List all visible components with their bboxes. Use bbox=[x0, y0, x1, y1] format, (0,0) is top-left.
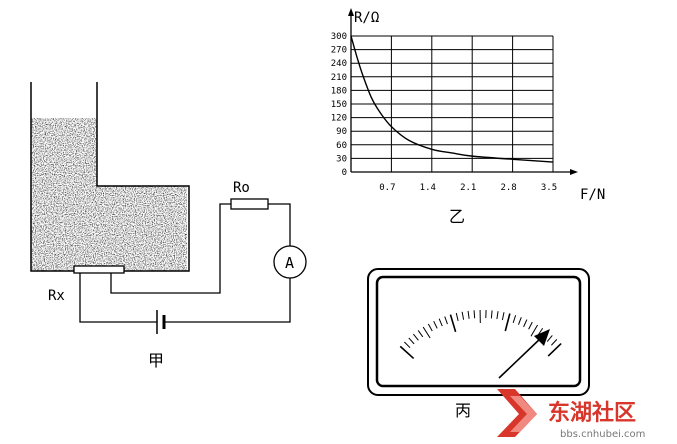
watermark-logo-icon-shadow bbox=[510, 396, 537, 432]
meter-tick-11 bbox=[455, 312, 459, 321]
meter-tick-21 bbox=[512, 315, 517, 324]
meter-tick-19 bbox=[501, 312, 505, 321]
meter-tick-30 bbox=[547, 343, 562, 357]
x-axis-arrow-icon bbox=[570, 169, 578, 175]
y-tick-label-7: 210 bbox=[331, 73, 347, 83]
meter-needle bbox=[498, 336, 543, 379]
y-tick-label-9: 270 bbox=[331, 46, 347, 56]
x-tick-label-2: 2.1 bbox=[460, 183, 476, 193]
figure-c-meter: 丙 bbox=[367, 268, 590, 420]
ammeter bbox=[273, 245, 307, 279]
meter-tick-10 bbox=[449, 314, 457, 333]
figure-c-caption: 丙 bbox=[455, 401, 471, 420]
y-tick-label-10: 300 bbox=[331, 32, 347, 42]
meter-tick-9 bbox=[444, 316, 448, 325]
meter-tick-20 bbox=[504, 313, 511, 332]
ammeter-label: A bbox=[285, 254, 294, 272]
wire-right bbox=[268, 203, 291, 246]
meter-tick-7 bbox=[433, 320, 438, 329]
figure-a-caption: 甲 bbox=[148, 351, 164, 370]
meter-tick-3 bbox=[412, 333, 419, 341]
meter-tick-5 bbox=[422, 326, 431, 339]
x-axis-label: F/N bbox=[580, 187, 605, 203]
x-tick-label-1: 1.4 bbox=[420, 183, 436, 193]
y-tick-label-3: 90 bbox=[336, 127, 347, 137]
y-tick-label-2: 60 bbox=[336, 141, 347, 151]
watermark: 东湖社区 bbs.cnhubei.com bbox=[497, 389, 645, 440]
x-tick-label-4: 3.5 bbox=[541, 183, 557, 193]
meter-tick-12 bbox=[461, 311, 465, 320]
sand-fill bbox=[31, 118, 187, 271]
meter-tick-18 bbox=[496, 311, 499, 320]
y-tick-label-0: 0 bbox=[342, 168, 347, 178]
meter-tick-1 bbox=[404, 341, 411, 349]
meter-tick-26 bbox=[537, 327, 544, 336]
y-tick-label-6: 180 bbox=[331, 86, 347, 96]
rx-label: Rx bbox=[48, 288, 65, 304]
meter-tick-14 bbox=[473, 310, 476, 319]
x-tick-label-0: 0.7 bbox=[379, 183, 395, 193]
figure-b-chart: 0 30 60 90 120 150 180 210 240 270 300 0.7 1.4 2.1 2.… bbox=[331, 8, 605, 226]
wire-bottom bbox=[164, 278, 291, 323]
y-tick-label-1: 30 bbox=[336, 154, 347, 164]
meter-tick-22 bbox=[517, 317, 522, 325]
rx-sensor bbox=[73, 265, 125, 274]
watermark-url: bbs.cnhubei.com bbox=[560, 429, 645, 440]
container-outline bbox=[30, 82, 190, 272]
meter-tick-8 bbox=[438, 318, 443, 327]
watermark-brand: 东湖社区 bbox=[548, 400, 636, 426]
chart-grid bbox=[351, 35, 554, 172]
chart-axes bbox=[348, 8, 578, 175]
meter-tick-17 bbox=[490, 310, 493, 319]
wire-left bbox=[79, 273, 157, 323]
r0-label: Ro bbox=[233, 180, 250, 196]
meter-tick-6 bbox=[427, 323, 433, 332]
meter-tick-23 bbox=[523, 319, 528, 328]
meter-tick-4 bbox=[417, 330, 424, 338]
figure-a: Ro A Rx 甲 bbox=[30, 82, 307, 370]
series-line bbox=[350, 35, 554, 163]
x-tick-labels: 0.7 1.4 2.1 2.8 3.5 bbox=[379, 183, 557, 193]
meter-tick-29 bbox=[551, 339, 558, 346]
meter-tick-0 bbox=[399, 345, 415, 360]
meter-tick-24 bbox=[528, 321, 533, 330]
figure-b-caption: 乙 bbox=[449, 207, 465, 226]
y-tick-label-5: 150 bbox=[331, 100, 347, 110]
wire-top bbox=[110, 203, 231, 294]
meter-tick-28 bbox=[546, 335, 553, 342]
meter-tick-2 bbox=[408, 337, 415, 345]
y-axis-label: R/Ω bbox=[354, 10, 379, 26]
y-axis-arrow-icon bbox=[348, 8, 354, 16]
meter-inner-frame bbox=[375, 275, 582, 388]
meter-needle-head bbox=[534, 329, 550, 346]
y-tick-label-4: 120 bbox=[331, 114, 347, 124]
meter-tick-13 bbox=[467, 310, 470, 319]
r0-resistor bbox=[230, 198, 269, 210]
y-tick-labels: 0 30 60 90 120 150 180 210 240 270 300 bbox=[331, 32, 347, 178]
meter-tick-25 bbox=[530, 324, 538, 337]
meter-scale-ticks bbox=[399, 310, 562, 360]
x-tick-label-3: 2.8 bbox=[500, 183, 516, 193]
y-tick-label-8: 240 bbox=[331, 59, 347, 69]
